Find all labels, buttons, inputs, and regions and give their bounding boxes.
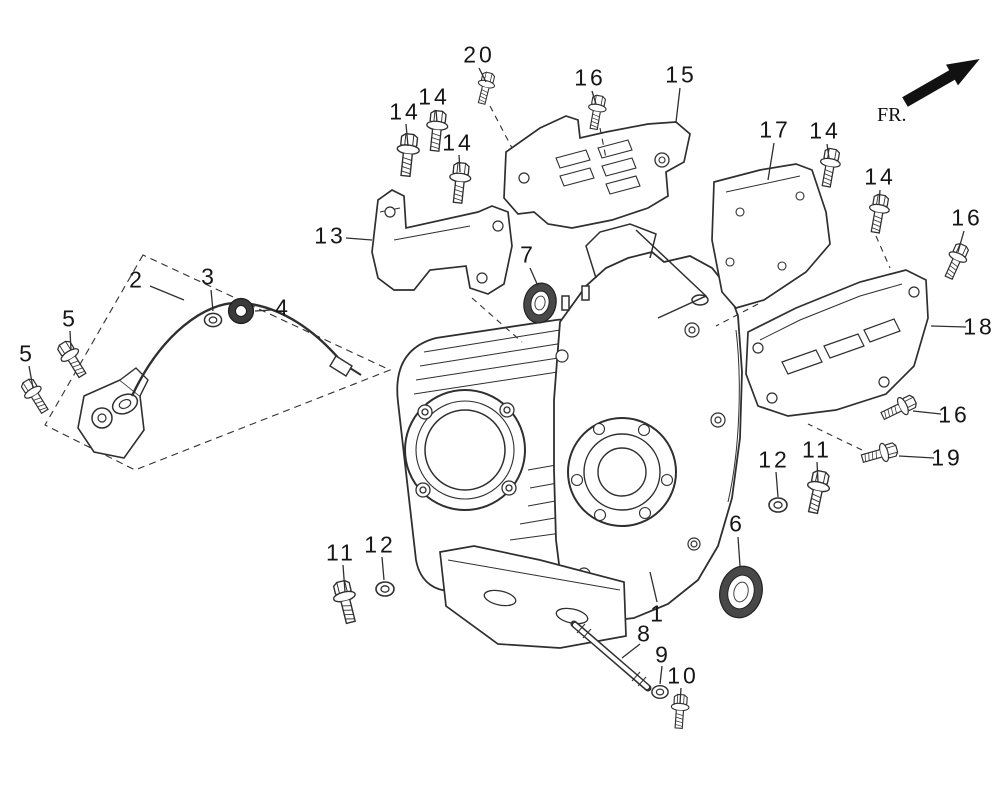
leader-line-9 [659, 665, 663, 685]
callout-10: 10 [667, 662, 699, 689]
alignment-lines [471, 105, 891, 451]
bolt-part-5-a [53, 337, 92, 382]
washer-part-3 [203, 312, 223, 328]
callout-16: 16 [938, 401, 970, 428]
callout-20: 20 [463, 41, 495, 68]
callout-12: 12 [364, 531, 396, 558]
nut-part-4 [227, 297, 255, 325]
cover-part-18 [745, 269, 929, 417]
cylinder-face [404, 389, 526, 511]
bracket-part-13 [371, 189, 513, 295]
leader-line-10 [679, 687, 682, 705]
crank-bore [567, 417, 677, 527]
callout-14: 14 [809, 117, 841, 144]
callout-11: 11 [326, 539, 356, 566]
callout-2: 2 [129, 266, 145, 293]
seal-part-6 [719, 565, 763, 619]
leader-line-11 [342, 564, 346, 593]
leader-lines [28, 67, 967, 705]
callout-14: 14 [442, 129, 474, 156]
callout-16: 16 [951, 204, 983, 231]
bracket-slots [555, 139, 641, 195]
leader-line-12 [775, 471, 779, 498]
leader-line-14 [826, 143, 830, 159]
leader-line-18 [930, 325, 967, 328]
head-bolt-holes [415, 402, 517, 498]
callout-12: 12 [758, 446, 790, 473]
cover-louvres [781, 318, 901, 375]
bolt-part-19 [859, 439, 900, 469]
coil-assembly-part-2 [44, 254, 392, 471]
callout-4: 4 [275, 294, 291, 321]
leader-line-2 [149, 285, 185, 301]
leader-line-4 [254, 309, 272, 312]
leader-line-16 [912, 410, 942, 415]
callout-14: 14 [418, 83, 450, 110]
leader-line-16 [957, 230, 965, 253]
leader-line-16 [591, 90, 597, 105]
leader-line-14 [878, 189, 881, 205]
fr-direction-arrow-icon [902, 59, 980, 107]
washer-part-12-left [375, 581, 395, 597]
dashed-boundary [44, 254, 392, 471]
leader-line-14 [435, 109, 438, 123]
callout-14: 14 [864, 163, 896, 190]
leader-line-6 [737, 536, 741, 567]
bolt-part-11-left [329, 578, 363, 626]
callout-7: 7 [520, 241, 536, 268]
block-top-hanger [561, 223, 709, 319]
callout-5: 5 [62, 305, 78, 332]
callout-1: 1 [650, 600, 666, 627]
callout-17: 17 [759, 116, 791, 143]
callout-14: 14 [389, 98, 421, 125]
callout-15: 15 [665, 61, 697, 88]
seal-part-7 [523, 282, 557, 324]
callout-3: 3 [201, 263, 217, 290]
bolt-part-20 [473, 70, 498, 106]
bolt-part-16-c [877, 391, 920, 425]
leader-line-12 [381, 556, 385, 581]
leader-line-1 [649, 571, 658, 603]
bolt-part-5-b [17, 375, 54, 417]
callout-8: 8 [637, 620, 653, 647]
bolt-part-16-a [584, 93, 609, 131]
bracket-part-15 [503, 115, 691, 229]
leader-line-5 [28, 365, 34, 389]
leader-line-14 [405, 123, 409, 147]
callout-11: 11 [802, 436, 832, 463]
washer-part-12-right [768, 497, 788, 513]
callout-5: 5 [19, 340, 35, 367]
leader-line-8 [621, 643, 641, 659]
callout-13: 13 [314, 222, 346, 249]
callout-18: 18 [963, 313, 995, 340]
bolt-part-16-b [939, 240, 973, 283]
washer-part-9 [651, 684, 669, 700]
leader-line-5 [69, 330, 72, 351]
leader-line-19 [898, 455, 935, 459]
leader-line-14 [458, 154, 461, 173]
stud-part-8 [570, 620, 652, 692]
callout-9: 9 [655, 641, 671, 668]
fr-direction-label: FR. [877, 104, 906, 127]
mounting-base [439, 545, 627, 649]
bolt-part-14-d [815, 146, 844, 189]
callout-19: 19 [931, 444, 963, 471]
cylinder-bore [424, 409, 506, 491]
callout-16: 16 [574, 64, 606, 91]
leader-line-7 [529, 267, 539, 287]
callout-6: 6 [729, 510, 745, 537]
leader-line-11 [816, 461, 819, 483]
fr-label-text: FR. [877, 104, 907, 126]
leader-line-20 [478, 67, 487, 83]
plate-part-17 [711, 163, 831, 309]
bolt-part-14-e [864, 192, 893, 235]
engine-block-part-1 [396, 223, 743, 649]
leader-line-3 [210, 289, 214, 312]
leader-line-13 [345, 237, 373, 241]
wire-terminal [329, 355, 353, 377]
leader-line-15 [675, 87, 681, 123]
leader-line-17 [767, 142, 775, 181]
